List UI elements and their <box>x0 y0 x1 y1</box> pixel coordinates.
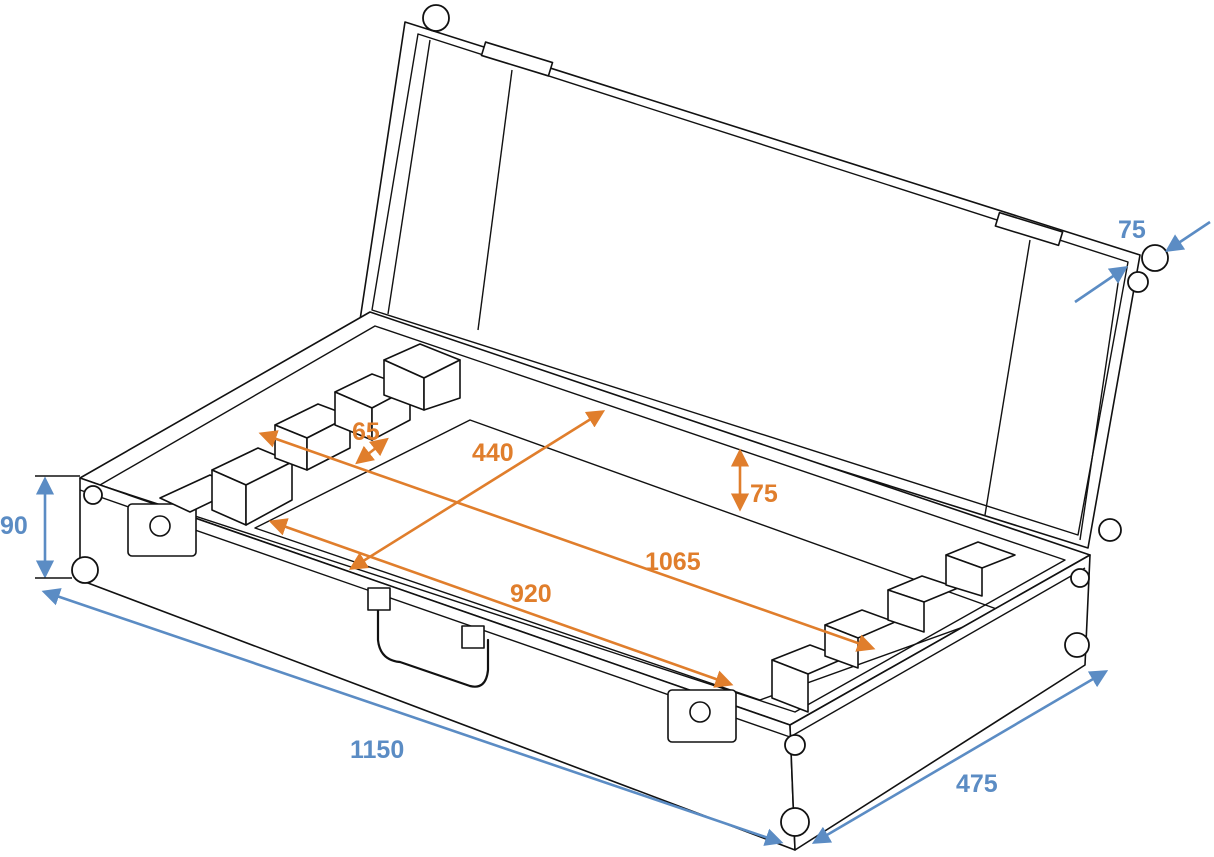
lid-depth-label: 75 <box>1118 216 1146 244</box>
dimension-line-compartment-length <box>268 518 734 688</box>
length-label: 1150 <box>350 736 404 764</box>
height-label: 90 <box>0 512 28 540</box>
dimension-line-length <box>41 588 784 846</box>
width-label: 475 <box>956 770 998 798</box>
compartment-width-label: 440 <box>472 439 514 467</box>
inner-length-label: 1065 <box>645 548 701 576</box>
foam-height-label: 65 <box>352 418 380 446</box>
inner-depth-label: 75 <box>750 480 778 508</box>
dimension-line-lid-depth-2 <box>1164 220 1211 253</box>
dimension-line-width <box>811 670 1109 844</box>
case-lid <box>359 4 1169 549</box>
dimension-line-lid-depth <box>1074 265 1129 304</box>
compartment-length-label: 920 <box>510 580 552 608</box>
dimension-lines <box>35 220 1211 846</box>
